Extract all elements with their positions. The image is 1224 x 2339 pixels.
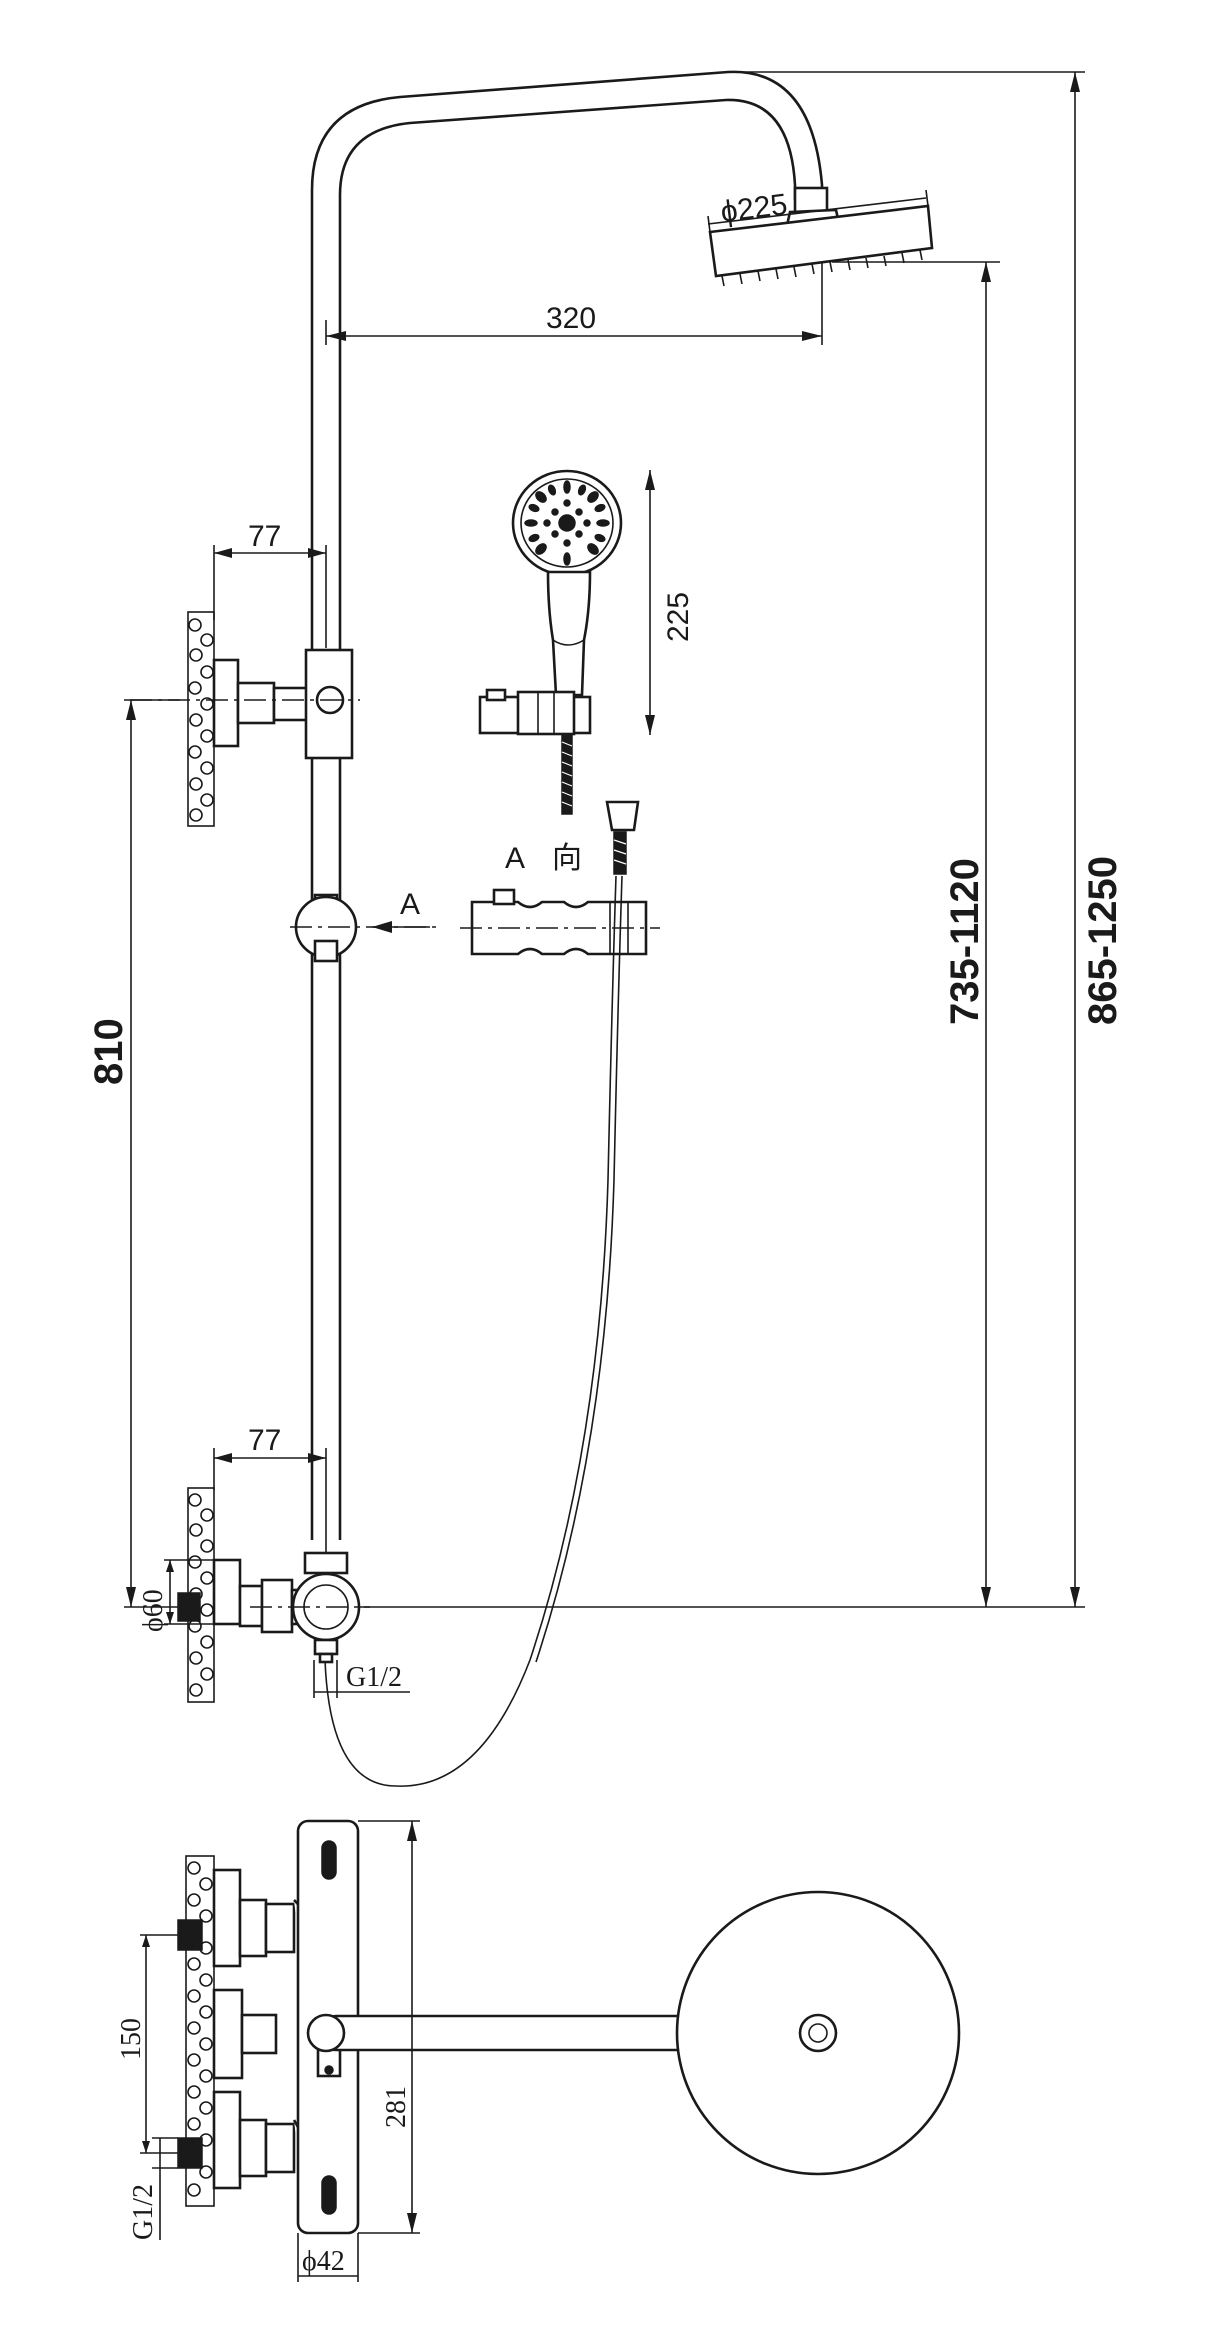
body-height-label: 281 <box>381 2086 412 2128</box>
arm-reach-label: 320 <box>546 302 596 335</box>
bracket-spacing-dimension: 810 <box>87 699 180 1608</box>
view-a-arrow-label: A <box>400 888 420 921</box>
inlet-spacing-label: 150 <box>116 2018 147 2060</box>
body-diameter-dimension: ϕ42 <box>297 2233 359 2282</box>
inlet-diameter-label: ϕ60 <box>138 1589 169 1632</box>
view-a-title-char: 向 <box>552 842 582 875</box>
outlet-thread-dimension: G1/2 <box>313 1660 410 1698</box>
overhead-shower-head <box>708 186 934 287</box>
top-view-shower-head-hub <box>808 2023 828 2043</box>
lower-offset-label: 77 <box>248 1424 281 1457</box>
total-height-range-dimension: 865-1250 <box>728 71 1125 1607</box>
handshower-length-label: 225 <box>662 592 695 642</box>
upper-wall-texture <box>188 618 214 822</box>
lower-wall-bracket <box>177 1487 306 1703</box>
hose-line <box>324 875 617 1787</box>
upper-offset-label: 77 <box>248 520 281 553</box>
lower-offset-dimension: 77 <box>213 1424 327 1552</box>
head-height-range-dimension: 735-1120 <box>360 261 1085 1608</box>
bracket-spacing-label: 810 <box>87 1018 131 1085</box>
upper-offset-dimension: 77 <box>213 520 327 648</box>
hand-shower-bracket <box>478 688 592 736</box>
upper-wall-bracket <box>130 611 360 827</box>
top-view-wall-texture <box>187 1861 213 2197</box>
inlet-diameter-dimension: ϕ60 <box>138 1559 214 1632</box>
hand-shower-face-pattern <box>524 480 610 566</box>
total-height-range-label: 865-1250 <box>1081 856 1125 1025</box>
mixer-valve-front <box>250 1551 370 1664</box>
view-a-title-letter: A <box>505 842 525 875</box>
hose-line-inner <box>535 875 623 1663</box>
body-diameter-label: ϕ42 <box>302 2246 345 2277</box>
view-a-title: A 向 <box>505 842 582 875</box>
head-diameter-dimension: ϕ225 <box>707 188 929 233</box>
outlet-thread-label: G1/2 <box>346 1662 402 1693</box>
inlet-thread-label: G1/2 <box>128 2184 159 2240</box>
view-a-slide-holder <box>460 888 660 956</box>
body-height-dimension: 281 <box>358 1820 420 2234</box>
head-height-range-label: 735-1120 <box>943 858 987 1025</box>
arm-reach-dimension: 320 <box>325 262 823 345</box>
head-diameter-label: ϕ225 <box>719 188 789 229</box>
hose-coil <box>561 733 573 815</box>
inlet-thread-dimension: G1/2 <box>128 2137 178 2240</box>
hose-connector <box>605 800 640 875</box>
hand-shower <box>511 469 623 697</box>
top-view-shower-head-center <box>798 2013 838 2053</box>
view-a-arrow: A <box>372 888 430 933</box>
lower-wall-texture <box>188 1493 214 1697</box>
top-view-wall <box>185 1855 215 2207</box>
handshower-length-dimension: 225 <box>645 470 695 735</box>
top-view-inlets <box>177 1868 307 2190</box>
inlet-spacing-dimension: 150 <box>116 1934 178 2154</box>
